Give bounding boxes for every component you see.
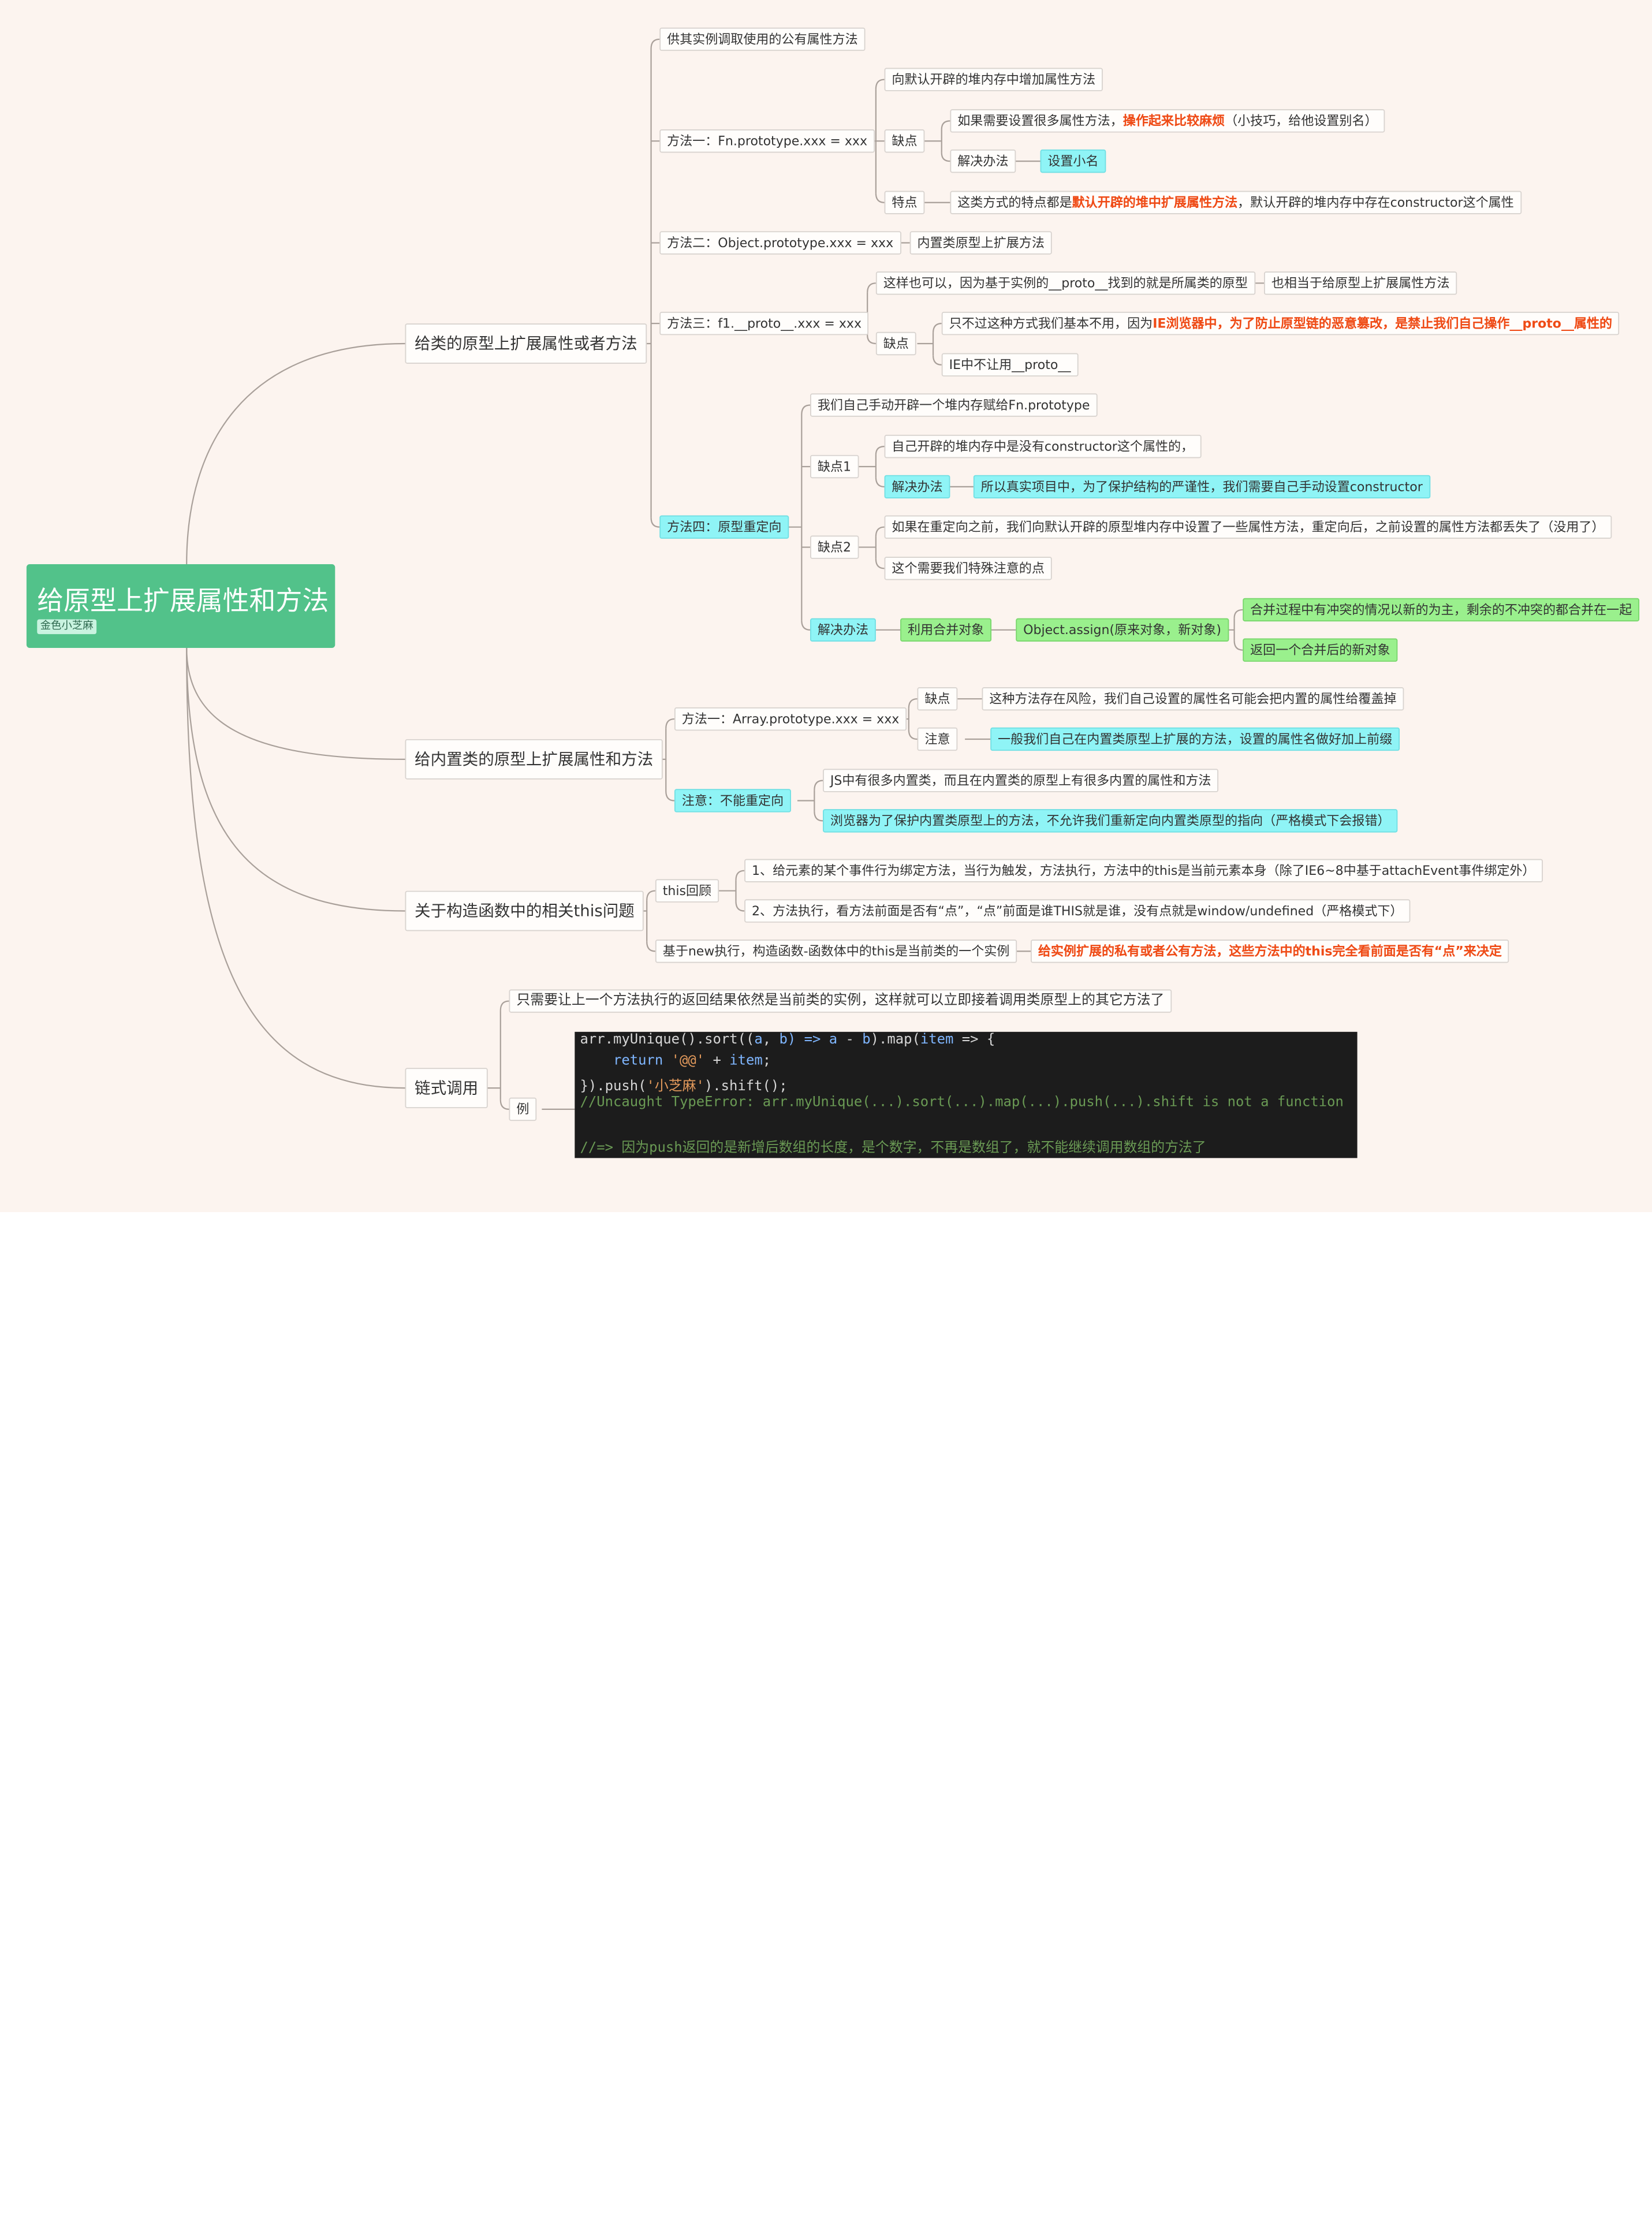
array-cons-text-node[interactable]: 这种方法存在风险，我们自己设置的属性名可能会把内置的属性给覆盖掉 (982, 687, 1404, 711)
code-token: a (754, 1031, 763, 1048)
code-token: '@@' (671, 1053, 705, 1069)
array-method1-node[interactable]: 方法一：Array.prototype.xxx = xxx (674, 707, 907, 731)
method2-node[interactable]: 方法二：Object.prototype.xxx = xxx (659, 231, 901, 255)
this-decide-node[interactable]: 给实例扩展的私有或者公有方法，这些方法中的this完全看前面是否有“点”来决定 (1030, 940, 1509, 963)
method1-cons-node[interactable]: 缺点 (884, 129, 925, 153)
highlight-text: 默认开辟的堆中扩展属性方法 (1072, 195, 1238, 210)
code-token: item (729, 1053, 763, 1069)
public-methods-node[interactable]: 供其实例调取使用的公有属性方法 (659, 27, 866, 51)
method1-cons-text-node[interactable]: 如果需要设置很多属性方法，操作起来比较麻烦（小技巧，给他设置别名） (950, 109, 1385, 133)
code-token: sort (704, 1031, 738, 1048)
method3-cons-node[interactable]: 缺点 (875, 331, 916, 356)
code-token: ( (638, 1078, 647, 1095)
text-part: ，默认开辟的堆内存中存在constructor这个属性 (1237, 195, 1514, 210)
code-token: return (580, 1053, 672, 1069)
code-token: ) => (787, 1031, 829, 1048)
code-token: ). (870, 1031, 887, 1048)
code-token: , (762, 1031, 780, 1048)
browser-protect-node[interactable]: 浏览器为了保护内置类原型上的方法，不允许我们重新定向内置类原型的指向（严格模式下… (823, 809, 1398, 833)
code-line-4: //Uncaught TypeError: arr.myUnique(...).… (580, 1094, 1344, 1110)
branch-this-issue[interactable]: 关于构造函数中的相关this问题 (405, 890, 644, 931)
code-token: b (779, 1031, 788, 1048)
new-exec-node[interactable]: 基于new执行，构造函数-函数体中的this是当前类的一个实例 (655, 940, 1017, 963)
returns-new-object-node[interactable]: 返回一个合并后的新对象 (1243, 638, 1398, 662)
code-token: arr. (580, 1031, 614, 1048)
root-title: 给原型上扩展属性和方法 (37, 585, 329, 616)
code-line-5: //=> 因为push返回的是新增后数组的长度，是个数字，不再是数组了，就不能继… (580, 1140, 1206, 1156)
method3-equiv-node[interactable]: 也相当于给原型上扩展属性方法 (1263, 271, 1457, 295)
set-constructor-node[interactable]: 所以真实项目中，为了保护结构的严谨性，我们需要自己手动设置constructor (973, 475, 1430, 499)
method4-cons2-node[interactable]: 缺点2 (810, 535, 859, 559)
code-token: ( (912, 1031, 920, 1048)
this-review-node[interactable]: this回顾 (655, 879, 719, 903)
code-example: arr.myUnique().sort((a, b) => a - b).map… (575, 1031, 1358, 1158)
attention-node[interactable]: 这个需要我们特殊注意的点 (884, 557, 1052, 580)
method3-cons2-node[interactable]: IE中不让用__proto__ (941, 353, 1079, 377)
code-token: ; (762, 1053, 771, 1069)
this-rule1-node[interactable]: 1、给元素的某个事件行为绑定方法，当行为触发，方法执行，方法中的this是当前元… (744, 859, 1543, 882)
this-rule2-node[interactable]: 2、方法执行，看方法前面是否有“点”，“点”前面是谁THIS就是谁，没有点就是w… (744, 899, 1411, 923)
code-token: shift (721, 1078, 763, 1095)
branch-chain-call[interactable]: 链式调用 (405, 1068, 488, 1109)
method1-solution-node[interactable]: 解决办法 (950, 149, 1016, 173)
code-line-1: arr.myUnique().sort((a, b) => a - b).map… (580, 1032, 995, 1048)
add-to-heap-node[interactable]: 向默认开辟的堆内存中增加属性方法 (884, 68, 1103, 91)
manual-heap-node[interactable]: 我们自己手动开辟一个堆内存赋给Fn.prototype (810, 393, 1098, 417)
method4-node[interactable]: 方法四：原型重定向 (659, 515, 789, 539)
code-token: b (862, 1031, 871, 1048)
code-token: => { (953, 1031, 995, 1048)
merge-conflict-node[interactable]: 合并过程中有冲突的情况以新的为主，剩余的不冲突的都合并在一起 (1243, 598, 1640, 622)
method1-node[interactable]: 方法一：Fn.prototype.xxx = xxx (659, 129, 875, 153)
method2-note-node[interactable]: 内置类原型上扩展方法 (909, 231, 1052, 255)
array-cons-node[interactable]: 缺点 (917, 687, 958, 711)
object-assign-node[interactable]: Object.assign(原来对象，新对象) (1016, 618, 1229, 642)
method3-cons1-node[interactable]: 只不过这种方式我们基本不用，因为IE浏览器中，为了防止原型链的恶意篡改，是禁止我… (941, 311, 1620, 336)
method4-solution1-node[interactable]: 解决办法 (884, 475, 950, 499)
code-token: + (704, 1053, 730, 1069)
text-part: 如果需要设置很多属性方法， (957, 113, 1123, 129)
code-token: myUnique (613, 1031, 680, 1048)
method1-feature-text-node[interactable]: 这类方式的特点都是默认开辟的堆中扩展属性方法，默认开辟的堆内存中存在constr… (950, 191, 1522, 214)
author-tag: 金色小芝麻 (37, 619, 97, 635)
alias-node[interactable]: 设置小名 (1040, 149, 1106, 173)
many-builtins-node[interactable]: JS中有很多内置类，而且在内置类的原型上有很多内置的属性和方法 (823, 769, 1219, 792)
prefix-note-node[interactable]: 一般我们自己在内置类原型上扩展的方法，设置的属性名做好加上前缀 (990, 727, 1400, 751)
merge-object-node[interactable]: 利用合并对象 (900, 618, 992, 642)
method4-solution2-node[interactable]: 解决办法 (810, 618, 876, 642)
method1-feature-node[interactable]: 特点 (884, 191, 925, 214)
code-token: (( (737, 1031, 755, 1048)
highlight-text: IE浏览器中，为了防止原型链的恶意篡改，是禁止我们自己操作__proto__属性… (1153, 316, 1613, 331)
text-part: （小技巧，给他设置别名） (1225, 113, 1378, 129)
code-line-2: return '@@' + item; (580, 1053, 771, 1069)
chain-desc-node[interactable]: 只需要让上一个方法执行的返回结果依然是当前类的实例，这样就可以立即接着调用类原型… (509, 989, 1172, 1013)
highlight-text: 操作起来比较麻烦 (1123, 113, 1225, 129)
branch-builtin-prototype[interactable]: 给内置类的原型上扩展属性和方法 (405, 739, 663, 780)
code-token: ). (704, 1078, 721, 1095)
code-token: map (887, 1031, 912, 1048)
code-line-3: }).push('小芝麻').shift(); (580, 1074, 788, 1095)
method3-also-node[interactable]: 这样也可以，因为基于实例的__proto__找到的就是所属类的原型 (875, 271, 1255, 295)
no-constructor-node[interactable]: 自己开辟的堆内存中是没有constructor这个属性的， (884, 434, 1201, 459)
mindmap-connectors (186, 38, 1264, 1110)
method4-cons1-node[interactable]: 缺点1 (810, 454, 859, 479)
method3-node[interactable]: 方法三：f1.__proto__.xxx = xxx (659, 311, 869, 336)
code-token: }). (580, 1078, 605, 1095)
code-token: (); (762, 1078, 788, 1095)
array-note-node[interactable]: 注意 (917, 727, 958, 751)
text-part: 只不过这种方式我们基本不用，因为 (949, 316, 1153, 331)
example-node[interactable]: 例 (509, 1097, 537, 1121)
text-part: 这类方式的特点都是 (957, 195, 1072, 210)
root-topic[interactable]: 给原型上扩展属性和方法 金色小芝麻 (26, 564, 335, 649)
code-token: a (829, 1031, 838, 1048)
code-token: push (605, 1078, 639, 1095)
branch-class-prototype[interactable]: 给类的原型上扩展属性或者方法 (405, 323, 647, 364)
lost-methods-node[interactable]: 如果在重定向之前，我们向默认开辟的原型堆内存中设置了一些属性方法，重定向后，之前… (884, 515, 1612, 539)
code-token: (). (680, 1031, 705, 1048)
code-token: - (837, 1031, 863, 1048)
code-token: '小芝麻' (646, 1078, 704, 1095)
code-token: item (920, 1031, 954, 1048)
no-redirect-node[interactable]: 注意：不能重定向 (674, 789, 791, 813)
